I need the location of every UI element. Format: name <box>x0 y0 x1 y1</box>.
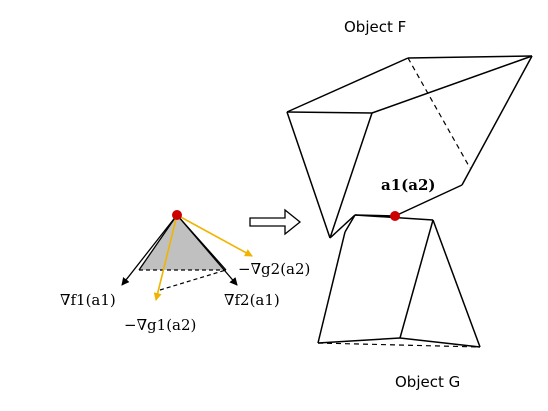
grad-f1-label: ∇f1(a1) <box>60 291 116 309</box>
pyramid-edge-left <box>138 214 178 271</box>
neg-grad-g2-arrow <box>176 214 253 257</box>
neg-grad-g1-arrow <box>153 214 178 301</box>
pyramid-apex-point <box>172 210 182 220</box>
contact-point <box>390 211 400 221</box>
gradient-pyramid <box>121 210 253 301</box>
object-f-shape <box>286 55 533 239</box>
neg-grad-g1-label: −∇g1(a2) <box>124 316 196 334</box>
pyramid-shaded-face <box>139 215 226 270</box>
pyramid-base-hidden-diagonal <box>159 269 227 291</box>
grad-f2-label: ∇f2(a1) <box>224 291 280 309</box>
transition-arrow <box>249 208 302 236</box>
neg-grad-g2-label: −∇g2(a2) <box>238 260 310 278</box>
grad-f2-arrow <box>176 214 238 286</box>
grad-f1-arrow <box>121 214 178 286</box>
contact-point-label: a1(a2) <box>381 176 436 194</box>
object-g-shape <box>317 214 481 348</box>
object-f-label: Object F <box>344 18 406 36</box>
object-g-label: Object G <box>395 373 460 391</box>
